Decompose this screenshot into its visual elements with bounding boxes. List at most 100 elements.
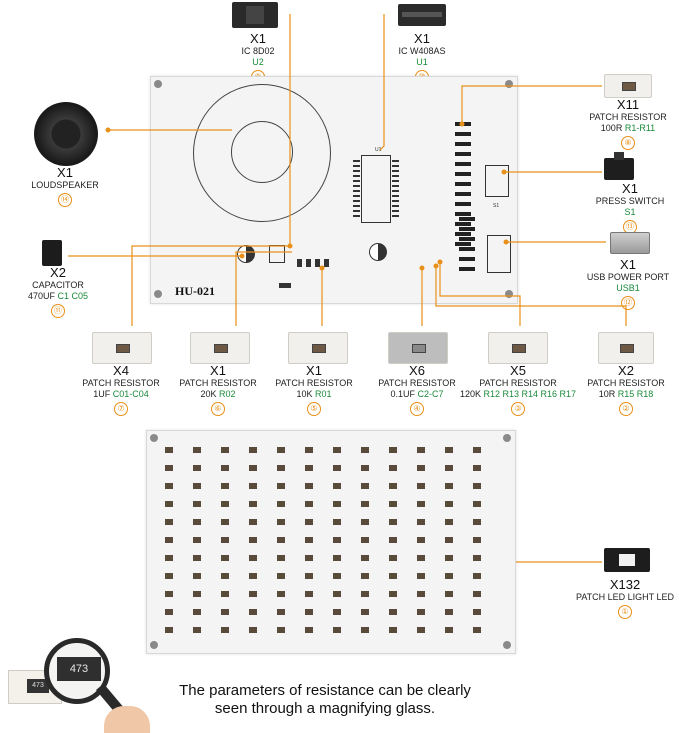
led-pad [193, 483, 201, 489]
hand [104, 706, 150, 733]
led-pad [473, 537, 481, 543]
led-pad [389, 483, 397, 489]
led-pad [389, 591, 397, 597]
led-pad [193, 537, 201, 543]
led-pad [165, 627, 173, 633]
led-pad [361, 483, 369, 489]
led-pad [249, 573, 257, 579]
led-pad [305, 573, 313, 579]
silk-u1: U1 [375, 147, 382, 153]
led-pad [333, 555, 341, 561]
led-pad [445, 519, 453, 525]
led-pad [389, 519, 397, 525]
led-pad [221, 591, 229, 597]
led-pad [389, 537, 397, 543]
led-pad [445, 555, 453, 561]
led-pad [277, 465, 285, 471]
led-pad [333, 573, 341, 579]
label-press-switch: X1 PRESS SWITCH S1 ⑬ [586, 182, 674, 234]
mount-hole [150, 641, 158, 649]
led-pad [221, 573, 229, 579]
led-pad [445, 591, 453, 597]
led-pad [277, 501, 285, 507]
led-pad [417, 573, 425, 579]
led-pad [333, 609, 341, 615]
led-pad [445, 609, 453, 615]
silk-s1: S1 [493, 203, 500, 209]
led-pad [249, 591, 257, 597]
led-pad [305, 519, 313, 525]
led-pad [221, 519, 229, 525]
label-r01: X1 PATCH RESISTOR 10K R01 ⑤ [262, 364, 366, 416]
led-pad [305, 609, 313, 615]
led-pad [221, 537, 229, 543]
footer-line-2: seen through a magnifying glass. [214, 700, 436, 717]
led-pad [445, 465, 453, 471]
led-pad [193, 573, 201, 579]
led-pad [305, 501, 313, 507]
ic-u1-image [398, 4, 446, 26]
led-pad [249, 555, 257, 561]
led-pad [249, 627, 257, 633]
led-pad [333, 591, 341, 597]
led-pad [417, 627, 425, 633]
led-pad [417, 537, 425, 543]
led-pad [389, 627, 397, 633]
part-120k-image [488, 332, 548, 364]
led-pad [221, 501, 229, 507]
switch-footprint [485, 165, 509, 197]
led-pad [417, 483, 425, 489]
led-pad [473, 447, 481, 453]
label-120k: X5 PATCH RESISTOR 120K R12 R13 R14 R16 R… [456, 364, 580, 416]
label-loudspeaker: X1 LOUDSPEAKER ⑭ [20, 166, 110, 207]
part-c01-c04-image [92, 332, 152, 364]
part-10r-image [598, 332, 654, 364]
c04-footprint [279, 283, 291, 288]
footer-line-1: The parameters of resistance can be clea… [179, 682, 471, 699]
mount-hole [503, 641, 511, 649]
led-pad [165, 573, 173, 579]
led-pad [333, 483, 341, 489]
ic-u2-image [232, 2, 278, 28]
part-r01-image [288, 332, 348, 364]
led-pad [277, 609, 285, 615]
main-pcb: U1 S1 HU-021 [150, 76, 518, 304]
led-pad [445, 447, 453, 453]
led-pad [417, 609, 425, 615]
led-pad [417, 465, 425, 471]
led-pad [305, 627, 313, 633]
mount-hole [154, 80, 162, 88]
led-pad [249, 483, 257, 489]
led-pad [221, 447, 229, 453]
led-pad [305, 537, 313, 543]
led-pad [333, 447, 341, 453]
led-pad [221, 483, 229, 489]
led-pad [305, 555, 313, 561]
led-image [604, 548, 650, 572]
led-pad [277, 591, 285, 597]
led-pad [221, 609, 229, 615]
led-pad [277, 447, 285, 453]
led-pad [165, 519, 173, 525]
magnified-code: 473 [57, 657, 101, 681]
label-c2-c7: X6 PATCH RESISTOR 0.1UF C2-C7 ④ [362, 364, 472, 416]
led-pad [389, 501, 397, 507]
led-pad [165, 501, 173, 507]
led-pad [249, 465, 257, 471]
led-pad [165, 591, 173, 597]
led-pad [165, 447, 173, 453]
led-pad [277, 627, 285, 633]
label-usb-port: X1 USB POWER PORT USB1 ⑫ [580, 258, 676, 310]
smd-row [297, 259, 331, 267]
led-pad [305, 447, 313, 453]
led-pad [249, 609, 257, 615]
led-pad [473, 519, 481, 525]
led-pad [417, 591, 425, 597]
led-pad [305, 465, 313, 471]
led-pad [389, 555, 397, 561]
footer-caption: The parameters of resistance can be clea… [120, 682, 530, 718]
led-pad [417, 447, 425, 453]
led-pad [473, 555, 481, 561]
led-pad [249, 447, 257, 453]
